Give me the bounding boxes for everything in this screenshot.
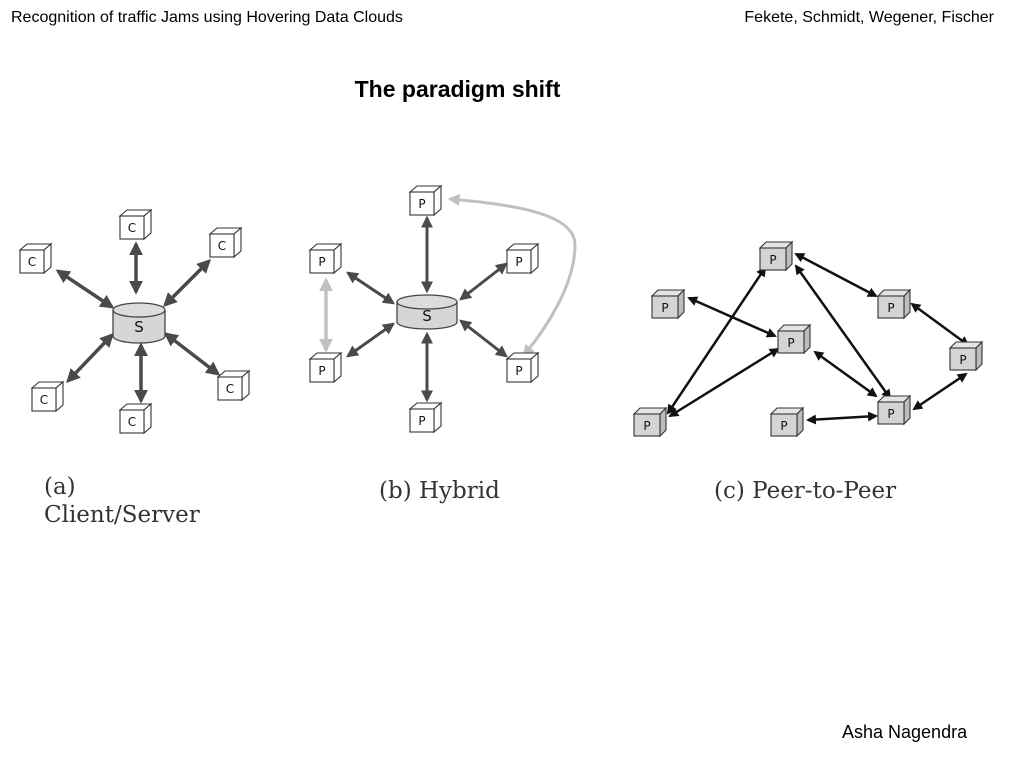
svg-text:P: P	[418, 197, 425, 211]
client-server-diagram: S C C C C	[18, 208, 251, 528]
svg-text:P: P	[769, 253, 776, 267]
hybrid-server-label: S	[422, 307, 432, 325]
client-node: C	[216, 369, 251, 402]
svg-text:P: P	[787, 336, 794, 350]
svg-text:C: C	[218, 239, 226, 253]
p2p-peer-node: P	[876, 394, 912, 426]
svg-text:P: P	[887, 301, 894, 315]
caption-client-server-a: (a)	[44, 474, 76, 500]
server-label: S	[134, 318, 144, 336]
hybrid-peer-node: P	[308, 242, 343, 275]
svg-text:P: P	[887, 407, 894, 421]
client-node: C	[118, 402, 153, 435]
svg-text:P: P	[418, 414, 425, 428]
svg-text:P: P	[661, 301, 668, 315]
author-name: Asha Nagendra	[842, 722, 968, 742]
svg-text:P: P	[318, 255, 325, 269]
svg-text:C: C	[226, 382, 234, 396]
client-node: C	[30, 380, 65, 413]
p2p-peer-node: P	[769, 406, 805, 438]
hybrid-peer-node: P	[505, 242, 540, 275]
hybrid-peer-node: P	[505, 351, 540, 384]
caption-peer-to-peer: (c) Peer-to-Peer	[714, 478, 896, 504]
p2p-peer-node: P	[948, 340, 984, 372]
svg-text:P: P	[318, 364, 325, 378]
client-node: C	[118, 208, 153, 241]
peer-to-peer-diagram: P P P P P P	[632, 240, 984, 504]
hybrid-peer-node: P	[308, 351, 343, 384]
svg-text:C: C	[40, 393, 48, 407]
p2p-peer-node: P	[632, 406, 668, 438]
svg-text:P: P	[515, 364, 522, 378]
hybrid-peer-node: P	[408, 401, 443, 434]
svg-text:P: P	[959, 353, 966, 367]
p2p-peer-node: P	[650, 288, 686, 320]
hybrid-diagram: S P P P P	[308, 184, 577, 504]
header-left-title: Recognition of traffic Jams using Hoveri…	[11, 9, 403, 26]
hybrid-peer-node: P	[408, 184, 443, 217]
p2p-peer-node: P	[758, 240, 794, 272]
svg-text:C: C	[128, 221, 136, 235]
svg-text:P: P	[780, 419, 787, 433]
svg-text:C: C	[128, 415, 136, 429]
caption-client-server-b: Client/Server	[44, 502, 200, 528]
svg-text:P: P	[515, 255, 522, 269]
p2p-peer-node: P	[876, 288, 912, 320]
server-node: S	[112, 302, 166, 344]
client-node: C	[18, 242, 53, 275]
hybrid-server-node: S	[396, 294, 458, 330]
slide-title: The paradigm shift	[354, 76, 561, 102]
svg-text:C: C	[28, 255, 36, 269]
client-node: C	[208, 226, 243, 259]
p2p-peer-node: P	[776, 323, 812, 355]
svg-text:P: P	[643, 419, 650, 433]
caption-hybrid: (b) Hybrid	[379, 478, 500, 504]
header-right-authors: Fekete, Schmidt, Wegener, Fischer	[744, 9, 994, 26]
